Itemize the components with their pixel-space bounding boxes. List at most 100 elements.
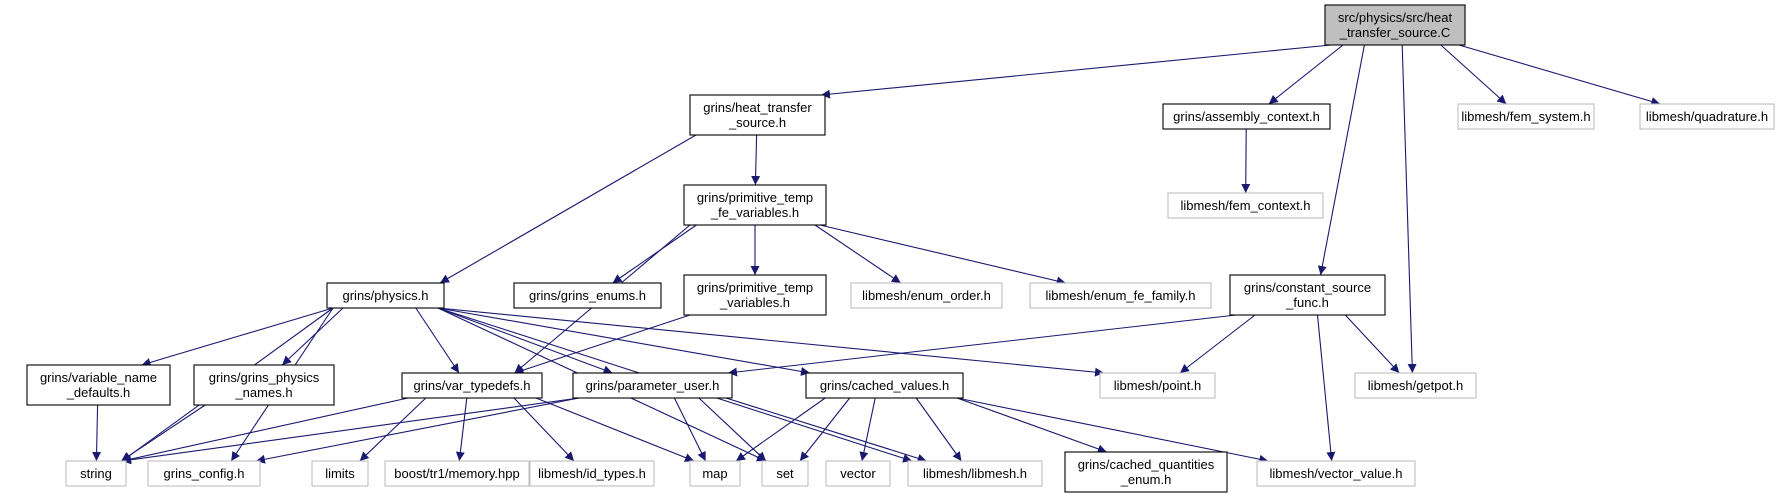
- node-label: _source.h: [728, 115, 786, 130]
- edge-cached_values-to-vector: [859, 397, 876, 462]
- node-label: _transfer_source.C: [1339, 25, 1451, 40]
- node-var_typedefs[interactable]: grins/var_typedefs.h: [401, 372, 543, 399]
- node-map: map: [689, 460, 741, 487]
- node-label: string: [80, 466, 112, 481]
- node-box: [1162, 103, 1331, 130]
- node-box: [1064, 451, 1228, 493]
- node-box: [850, 282, 1003, 309]
- node-enum_fe_family: libmesh/enum_fe_family.h: [1029, 282, 1212, 309]
- node-box: [1324, 4, 1466, 46]
- node-cached_quant[interactable]: grins/cached_quantities_enum.h: [1064, 451, 1228, 493]
- edge-root-to-assembly_context: [1268, 44, 1344, 105]
- edge-root-to-quadrature: [1458, 44, 1661, 106]
- node-box: [689, 460, 741, 487]
- edge-physics-to-param_user: [437, 307, 613, 375]
- edge-constant_source-to-param_user: [727, 314, 1237, 377]
- node-box: [907, 460, 1043, 487]
- node-label: grins/grins_enums.h: [529, 288, 646, 303]
- edge-param_user-to-libmesh: [725, 397, 927, 463]
- node-limits: limits: [311, 460, 369, 487]
- node-fem_context: libmesh/fem_context.h: [1167, 192, 1324, 219]
- edge-grins_phys_names-to-string: [120, 404, 206, 462]
- node-var_name_defaults[interactable]: grins/variable_name_defaults.h: [26, 364, 171, 406]
- node-string: string: [65, 460, 127, 487]
- node-box: [513, 282, 662, 309]
- edge-prim_temp_vars-to-var_typedefs: [514, 314, 691, 375]
- node-label: libmesh/getpot.h: [1368, 378, 1463, 393]
- node-label: libmesh/libmesh.h: [923, 466, 1027, 481]
- node-box: [147, 460, 261, 487]
- node-label: grins/physics.h: [343, 288, 429, 303]
- node-label: _enum.h: [1120, 472, 1172, 487]
- edge-var_typedefs-to-id_types: [513, 397, 575, 462]
- node-grins_phys_names[interactable]: grins/grins_physics_names.h: [193, 364, 335, 406]
- node-label: _variables.h: [719, 295, 790, 310]
- edge-heat_transfer_source-to-prim_temp_fe: [751, 134, 761, 186]
- node-constant_source[interactable]: grins/constant_source_func.h: [1229, 274, 1386, 316]
- edge-prim_temp_fe-to-enum_order: [814, 224, 902, 284]
- edge-cached_values-to-libmesh: [915, 397, 962, 462]
- edge-physics-to-grins_phys_names: [281, 307, 344, 366]
- edge-param_user-to-set: [698, 397, 767, 462]
- node-box: [825, 460, 891, 487]
- node-label: libmesh/vector_value.h: [1270, 466, 1403, 481]
- node-label: grins/cached_values.h: [820, 378, 949, 393]
- node-label: grins/primitive_temp: [697, 280, 813, 295]
- node-heat_transfer_source[interactable]: grins/heat_transfer_source.h: [689, 94, 826, 136]
- node-label: grins/variable_name: [40, 370, 157, 385]
- node-label: grins/primitive_temp: [697, 190, 813, 205]
- node-label: grins/var_typedefs.h: [413, 378, 530, 393]
- node-label: grins/cached_quantities: [1078, 457, 1215, 472]
- node-box: [26, 364, 171, 406]
- node-label: grins/parameter_user.h: [586, 378, 720, 393]
- node-point: libmesh/point.h: [1099, 372, 1216, 399]
- node-enum_order: libmesh/enum_order.h: [850, 282, 1003, 309]
- node-label: _defaults.h: [66, 385, 131, 400]
- node-box: [529, 460, 655, 487]
- node-assembly_context[interactable]: grins/assembly_context.h: [1162, 103, 1331, 130]
- node-quadrature: libmesh/quadrature.h: [1639, 103, 1775, 130]
- edge-var_typedefs-to-map: [535, 397, 695, 462]
- node-label: grins/constant_source: [1244, 280, 1371, 295]
- edge-root-to-fem_system: [1440, 44, 1507, 105]
- edge-cached_values-to-set: [799, 397, 851, 462]
- edge-prim_temp_fe-to-enum_fe_family: [819, 224, 1066, 286]
- node-grins_config: grins_config.h: [147, 460, 261, 487]
- edge-root-to-heat_transfer_source: [820, 44, 1332, 99]
- node-param_user[interactable]: grins/parameter_user.h: [572, 372, 733, 399]
- edge-param_user-to-map: [673, 397, 707, 462]
- node-box: [689, 94, 826, 136]
- node-box: [805, 372, 964, 399]
- edge-constant_source-to-point: [1179, 314, 1256, 374]
- edge-var_typedefs-to-string: [121, 397, 409, 464]
- node-box: [572, 372, 733, 399]
- edge-root-to-getpot: [1401, 44, 1417, 374]
- node-label: map: [702, 466, 727, 481]
- node-prim_temp_fe[interactable]: grins/primitive_temp_fe_variables.h: [683, 184, 827, 226]
- node-vector_value: libmesh/vector_value.h: [1256, 460, 1416, 487]
- node-box: [1256, 460, 1416, 487]
- node-box: [761, 460, 809, 487]
- edge-root-to-constant_source: [1317, 44, 1365, 276]
- node-getpot: libmesh/getpot.h: [1354, 372, 1477, 399]
- node-boost_memory: boost/tr1/memory.hpp: [384, 460, 530, 487]
- node-box: [1167, 192, 1324, 219]
- node-box: [683, 184, 827, 226]
- node-prim_temp_vars[interactable]: grins/primitive_temp_variables.h: [683, 274, 827, 316]
- node-label: _fe_variables.h: [710, 205, 799, 220]
- node-box: [401, 372, 543, 399]
- node-label: _names.h: [234, 385, 292, 400]
- node-label: grins/heat_transfer: [703, 100, 812, 115]
- node-label: limits: [325, 466, 355, 481]
- node-cached_values[interactable]: grins/cached_values.h: [805, 372, 964, 399]
- node-grins_enums[interactable]: grins/grins_enums.h: [513, 282, 662, 309]
- node-label: grins/grins_physics: [209, 370, 320, 385]
- node-physics[interactable]: grins/physics.h: [326, 282, 445, 309]
- node-root[interactable]: src/physics/src/heat_transfer_source.C: [1324, 4, 1466, 46]
- edge-var_typedefs-to-boost_memory: [455, 397, 468, 462]
- node-label: libmesh/enum_order.h: [862, 288, 991, 303]
- edge-constant_source-to-getpot: [1344, 314, 1400, 374]
- node-box: [1639, 103, 1775, 130]
- node-label: vector: [840, 466, 876, 481]
- node-box: [384, 460, 530, 487]
